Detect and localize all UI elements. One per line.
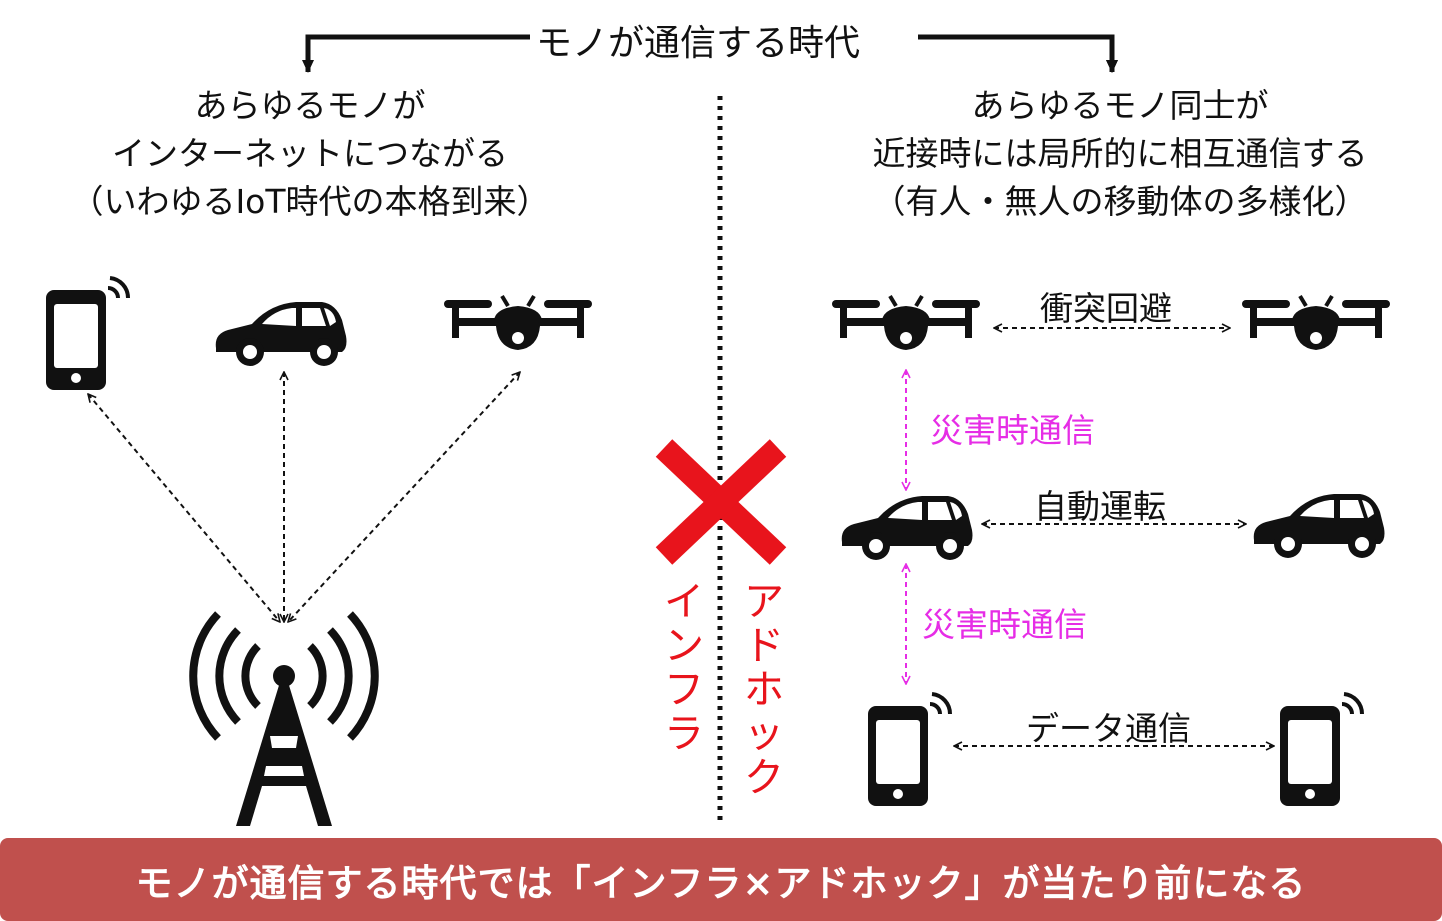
left-heading: あらゆるモノが インターネットにつながる （いわゆるIoT時代の本格到来）	[0, 82, 620, 226]
label-collision-avoidance: 衝突回避	[1040, 289, 1172, 328]
left-heading-line: （いわゆるIoT時代の本格到来）	[70, 182, 550, 221]
vertical-char: ホ	[744, 667, 784, 713]
label-disaster-comm-top: 災害時通信	[930, 411, 1095, 450]
vertical-char: ッ	[744, 711, 784, 757]
left-heading-line: インターネットにつながる	[112, 134, 508, 173]
label-data-comm: データ通信	[1026, 709, 1191, 748]
car-icon	[841, 496, 973, 560]
arrow-phone-tower	[88, 394, 280, 622]
car-icon	[1253, 494, 1385, 558]
vertical-char: ン	[664, 623, 704, 669]
drone-icon	[830, 294, 982, 352]
right-heading: あらゆるモノ同士が 近接時には局所的に相互通信する （有人・無人の移動体の多様化…	[820, 82, 1420, 226]
vertical-char: ラ	[664, 711, 704, 757]
right-heading-line: あらゆるモノ同士が	[971, 86, 1269, 125]
diagram-title: モノが通信する時代	[530, 14, 867, 66]
conclusion-banner: モノが通信する時代では「インフラ×アドホック」が当たり前になる	[0, 838, 1442, 921]
vertical-char: フ	[664, 667, 704, 713]
phone-icon	[44, 276, 131, 392]
label-adhoc-text: アドホック	[744, 580, 784, 800]
cross-mark	[655, 439, 787, 565]
car-icon	[215, 302, 347, 366]
label-infra-text: インフラ	[664, 580, 704, 756]
drone-icon	[442, 294, 594, 352]
cell-tower-icon	[193, 614, 375, 826]
vertical-char: ア	[744, 579, 784, 625]
phone-icon	[866, 692, 953, 808]
left-heading-line: あらゆるモノが	[194, 86, 426, 125]
right-heading-line: （有人・無人の移動体の多様化）	[872, 182, 1368, 221]
phone-icon	[1278, 692, 1365, 808]
drone-icon	[1240, 294, 1392, 352]
label-adhoc: アドホック	[744, 580, 784, 800]
label-autonomous-driving: 自動運転	[1034, 487, 1166, 526]
vertical-char: ド	[744, 623, 784, 669]
label-infra: インフラ	[664, 580, 704, 756]
vertical-char: イ	[664, 579, 704, 625]
right-heading-line: 近接時には局所的に相互通信する	[872, 134, 1368, 173]
label-disaster-comm-bottom: 災害時通信	[922, 605, 1087, 644]
arrow-drone-tower	[288, 372, 520, 622]
vertical-char: ク	[744, 755, 784, 801]
